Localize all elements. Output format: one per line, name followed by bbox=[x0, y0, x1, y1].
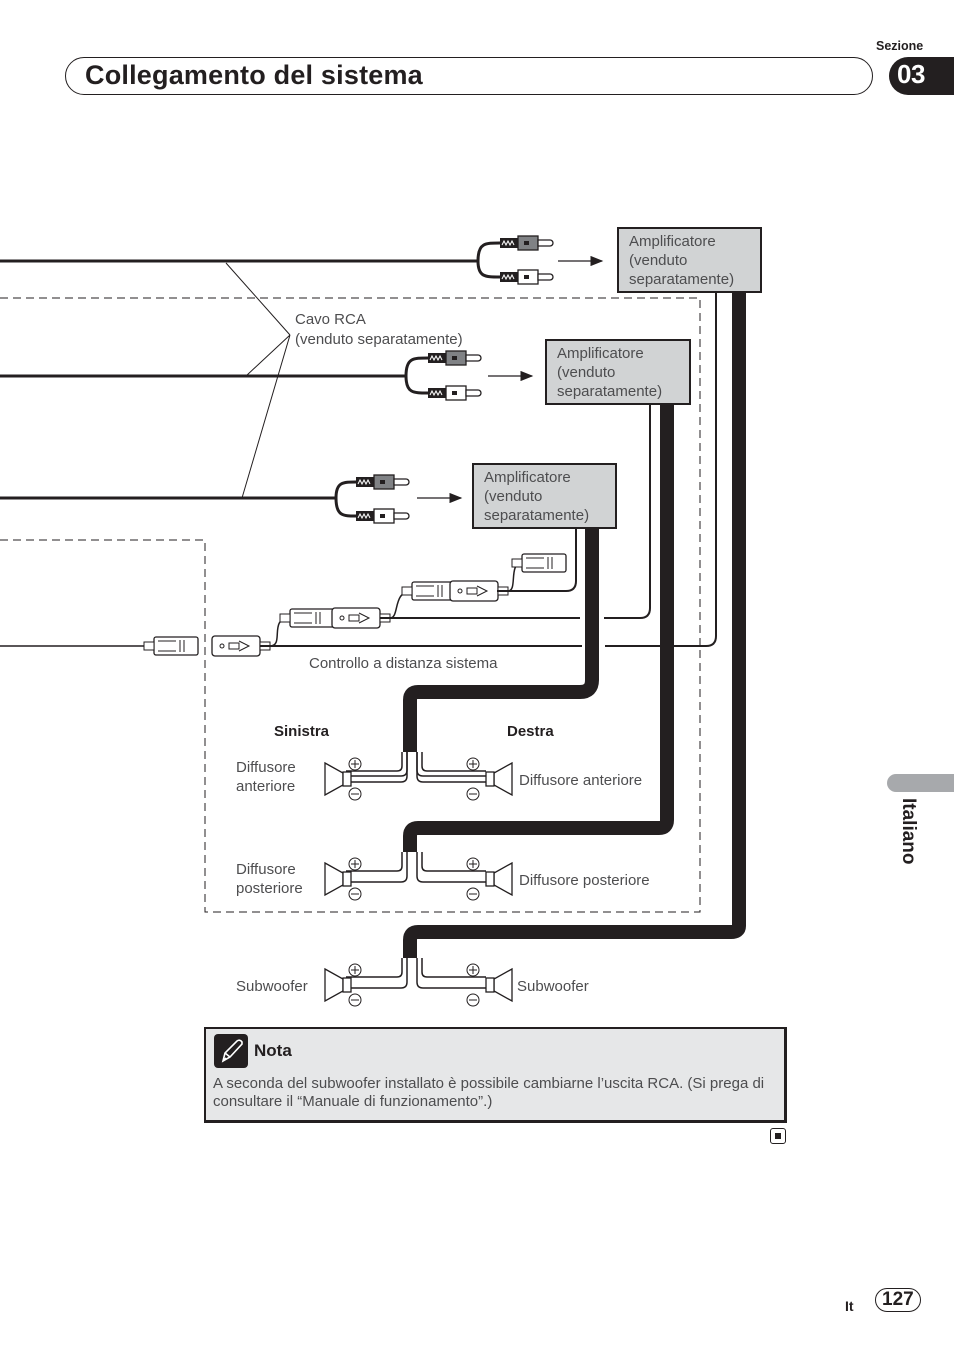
left-channel-label: Sinistra bbox=[274, 723, 330, 740]
language-tab bbox=[887, 774, 954, 792]
amplifier-box-2: Amplificatore (venduto separatamente) bbox=[545, 339, 691, 405]
speaker-cable-rear bbox=[403, 404, 674, 852]
plus-terminal-icon bbox=[348, 963, 362, 977]
minus-terminal-icon bbox=[348, 787, 362, 801]
rca-plug-icon bbox=[355, 508, 410, 524]
section-label: Sezione bbox=[876, 39, 924, 53]
amplifier-box-3: Amplificatore (venduto separatamente) bbox=[472, 463, 617, 529]
minus-terminal-icon bbox=[348, 887, 362, 901]
minus-terminal-icon bbox=[466, 887, 480, 901]
subwoofer-right-label: Subwoofer bbox=[517, 978, 589, 995]
speaker-cable-front bbox=[403, 528, 599, 752]
amplifier-label: separatamente) bbox=[629, 271, 735, 288]
remote-connector-icon bbox=[401, 581, 457, 601]
rca-cable-label: Cavo RCA bbox=[295, 311, 366, 328]
amplifier-label: Amplificatore bbox=[484, 469, 571, 486]
plus-terminal-icon bbox=[466, 857, 480, 871]
section-badge bbox=[889, 57, 954, 95]
speaker-pair-front bbox=[346, 752, 486, 783]
amplifier-label: (venduto bbox=[557, 364, 616, 381]
rear-right-speaker-label: Diffusore posteriore bbox=[519, 872, 650, 889]
plus-terminal-icon bbox=[466, 757, 480, 771]
dashed-boundary-lower bbox=[0, 539, 701, 913]
front-left-speaker-label: Diffusore bbox=[236, 759, 296, 776]
amplifier-label: Amplificatore bbox=[557, 345, 644, 362]
speaker-icon bbox=[485, 968, 513, 1002]
amplifier-label: (venduto bbox=[629, 252, 688, 269]
plus-terminal-icon bbox=[348, 757, 362, 771]
rear-left-speaker-label-2: posteriore bbox=[236, 880, 303, 897]
speaker-icon bbox=[485, 862, 513, 896]
front-left-speaker-label-2: anteriore bbox=[236, 778, 296, 795]
amplifier-label: separatamente) bbox=[557, 383, 663, 400]
remote-connector-icon bbox=[511, 553, 567, 573]
remote-control-label: Controllo a distanza sistema bbox=[309, 655, 498, 672]
plus-terminal-icon bbox=[466, 963, 480, 977]
rca-cable-note: (venduto separatamente) bbox=[295, 331, 463, 348]
language-code: It bbox=[845, 1298, 854, 1314]
minus-terminal-icon bbox=[466, 993, 480, 1007]
rca-plug-icon bbox=[499, 235, 554, 251]
language-label: Italiano bbox=[898, 798, 919, 865]
end-of-section-icon bbox=[770, 1128, 786, 1144]
amplifier-label: Amplificatore bbox=[629, 233, 716, 250]
speaker-cable-sub bbox=[403, 292, 746, 958]
rca-plug-icon bbox=[427, 350, 482, 366]
rca-leader-lines bbox=[225, 262, 291, 499]
amplifier-box-1: Amplificatore (venduto separatamente) bbox=[617, 227, 762, 293]
speaker-icon bbox=[324, 762, 352, 796]
speaker-icon bbox=[485, 762, 513, 796]
page-number: 127 bbox=[882, 1289, 914, 1310]
pencil-icon bbox=[214, 1034, 248, 1068]
minus-terminal-icon bbox=[348, 993, 362, 1007]
amplifier-label: (venduto bbox=[484, 488, 543, 505]
speaker-pair-sub bbox=[346, 958, 486, 989]
note-text: A seconda del subwoofer installato è pos… bbox=[213, 1075, 765, 1110]
speaker-pair-rear bbox=[346, 852, 486, 883]
note-title: Nota bbox=[254, 1041, 292, 1060]
page-title: Collegamento del sistema bbox=[85, 60, 423, 90]
speaker-icon bbox=[324, 862, 352, 896]
minus-terminal-icon bbox=[466, 787, 480, 801]
amplifier-label: separatamente) bbox=[484, 507, 590, 524]
rear-left-speaker-label: Diffusore bbox=[236, 861, 296, 878]
page-number-pill bbox=[875, 1288, 921, 1312]
remote-connector-icon bbox=[279, 608, 335, 628]
title-bar bbox=[65, 57, 873, 95]
right-channel-label: Destra bbox=[507, 723, 554, 740]
plus-terminal-icon bbox=[348, 857, 362, 871]
note-box bbox=[204, 1027, 787, 1123]
section-number: 03 bbox=[897, 59, 925, 89]
front-right-speaker-label: Diffusore anteriore bbox=[519, 772, 643, 789]
rca-plug-icon bbox=[499, 269, 554, 285]
subwoofer-left-label: Subwoofer bbox=[236, 978, 308, 995]
rca-plug-icon bbox=[427, 385, 482, 401]
remote-connector-icon bbox=[143, 636, 199, 656]
speaker-icon bbox=[324, 968, 352, 1002]
rca-plug-icon bbox=[355, 474, 410, 490]
